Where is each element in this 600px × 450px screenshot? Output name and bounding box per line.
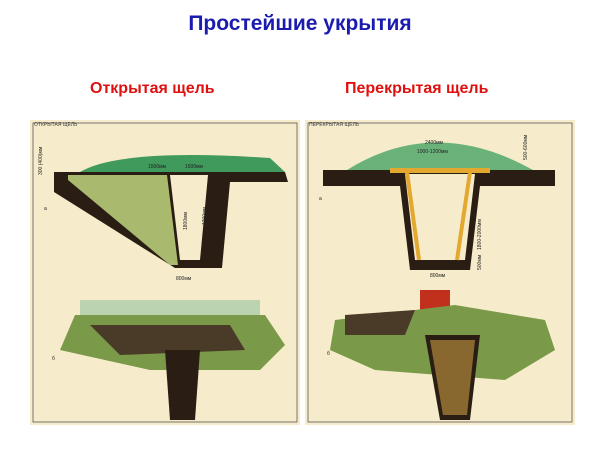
- slide-title: Простейшие укрытия: [188, 12, 412, 35]
- figure-label-a: а: [319, 196, 322, 202]
- open-trench-heading: Открытая щель: [90, 80, 215, 97]
- figure-label-b: б: [52, 356, 55, 362]
- dim-parapet: 300 (400)мм: [38, 146, 44, 175]
- panel-caption: ПЕРЕКРЫТАЯ ЩЕЛЬ: [309, 122, 360, 128]
- dim-cover-width: 2400мм: [425, 140, 444, 146]
- figure-label-a: а: [44, 206, 47, 212]
- dim-bottom: 800мм: [430, 273, 446, 279]
- panel-caption: ОТКРЫТАЯ ЩЕЛЬ: [34, 122, 78, 128]
- figure-label-b: б: [327, 351, 330, 357]
- dim-depth-2: 1200мм: [202, 206, 208, 225]
- dim-cover-height: 500-600мм: [523, 134, 529, 160]
- open-trench-illustration: а 1500мм 1500мм 800мм 300 (400)мм 1800мм…: [30, 120, 300, 425]
- dim-top-width: 1000-1200мм: [417, 149, 448, 155]
- dim-depth-1: 1800мм: [183, 211, 189, 230]
- dim-bottom: 800мм: [176, 276, 192, 282]
- covered-trench-illustration: а 2400мм 1000-1200мм 500-600мм 1800-2000…: [305, 120, 575, 425]
- dim-width-2: 1500мм: [185, 164, 204, 170]
- dim-depth: 1800-2000мм: [477, 219, 483, 250]
- dim-width-1: 1500мм: [148, 164, 167, 170]
- dim-bench: 500мм: [477, 254, 483, 270]
- covered-trench-heading: Перекрытая щель: [345, 80, 489, 97]
